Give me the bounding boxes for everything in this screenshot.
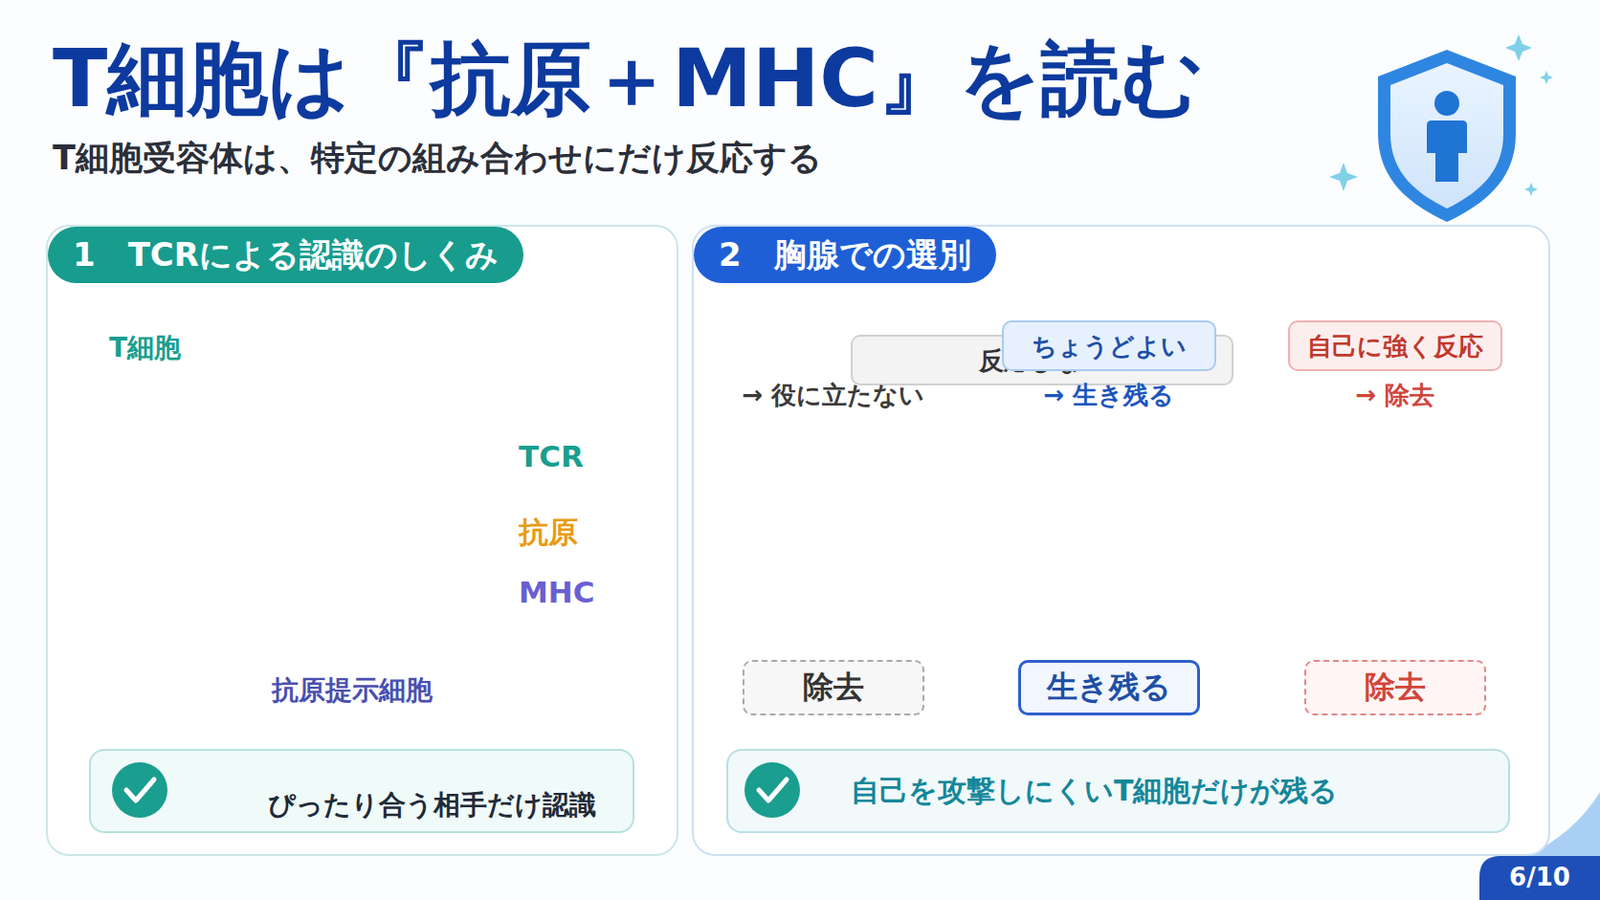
category-tag: ちょうどよい → 生き残る bbox=[1001, 320, 1217, 411]
outcome-note: → 役に立たない bbox=[642, 380, 1025, 411]
part-label: 抗原提示細胞 bbox=[208, 674, 496, 708]
section-panel: ぴったり合う相手だけ認識 1 TCRによる認識のしくみ bbox=[45, 224, 679, 857]
category-label: ちょうどよい bbox=[1001, 320, 1217, 372]
category-tag: 自己に強く反応 → 除去 bbox=[1288, 320, 1503, 411]
section-panel: 反応しない→ 役に立たないちょうどよい→ 生き残る自己に強く反応→ 除去除去生き… bbox=[691, 224, 1551, 857]
category-label: 自己に強く反応 bbox=[1288, 320, 1503, 372]
subtitle: T細胞受容体は、特定の組み合わせにだけ反応する bbox=[52, 137, 823, 178]
check-icon bbox=[744, 762, 800, 819]
slide-title: T細胞は『抗原＋MHC』を読む bbox=[52, 34, 1204, 123]
node-text: 生き残る bbox=[1046, 666, 1172, 710]
result-box: 生き残る bbox=[1018, 660, 1200, 716]
part-label: T細胞 bbox=[109, 332, 181, 365]
result-box: 除去 bbox=[742, 660, 925, 716]
summary-box: 自己を攻撃しにくいT細胞だけが残る bbox=[726, 749, 1511, 834]
section-heading: 1 TCRによる認識のしくみ bbox=[47, 226, 524, 284]
outcome-note: → 除去 bbox=[1288, 380, 1503, 411]
category-tag: 反応しない→ 役に立たない bbox=[642, 320, 1025, 411]
page-number: 6/10 bbox=[1485, 863, 1595, 893]
summary-box: ぴったり合う相手だけ認識 bbox=[88, 749, 635, 834]
part-label: TCR bbox=[518, 439, 584, 475]
node-text: 自己を攻撃しにくいT細胞だけが残る bbox=[850, 772, 1338, 812]
outcome-note: → 生き残る bbox=[1001, 380, 1217, 411]
part-label: MHC bbox=[518, 575, 596, 611]
part-label: 抗原 bbox=[518, 514, 578, 551]
check-icon bbox=[111, 762, 168, 819]
section-heading: 2 胸腺での選別 bbox=[693, 226, 997, 284]
result-box: 除去 bbox=[1304, 660, 1487, 716]
node-text: 除去 bbox=[802, 666, 865, 710]
node-text: 除去 bbox=[1364, 666, 1426, 710]
